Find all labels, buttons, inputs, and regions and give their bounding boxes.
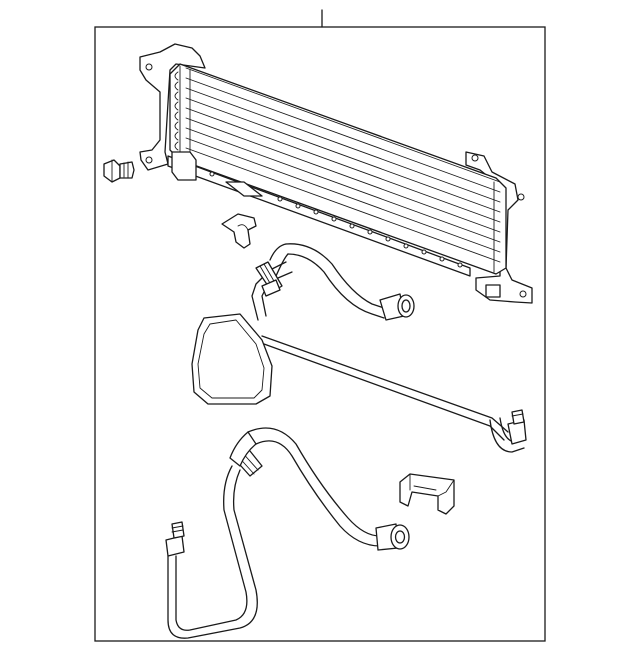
hose-pipe-icon [165, 427, 410, 639]
bracket-icon [399, 473, 455, 515]
diagram-frame [94, 26, 546, 642]
clip-icon [221, 213, 257, 249]
hose-pipe-icon [191, 243, 527, 453]
bolt-icon [103, 159, 135, 183]
transmission-cooler-icon [139, 43, 533, 304]
